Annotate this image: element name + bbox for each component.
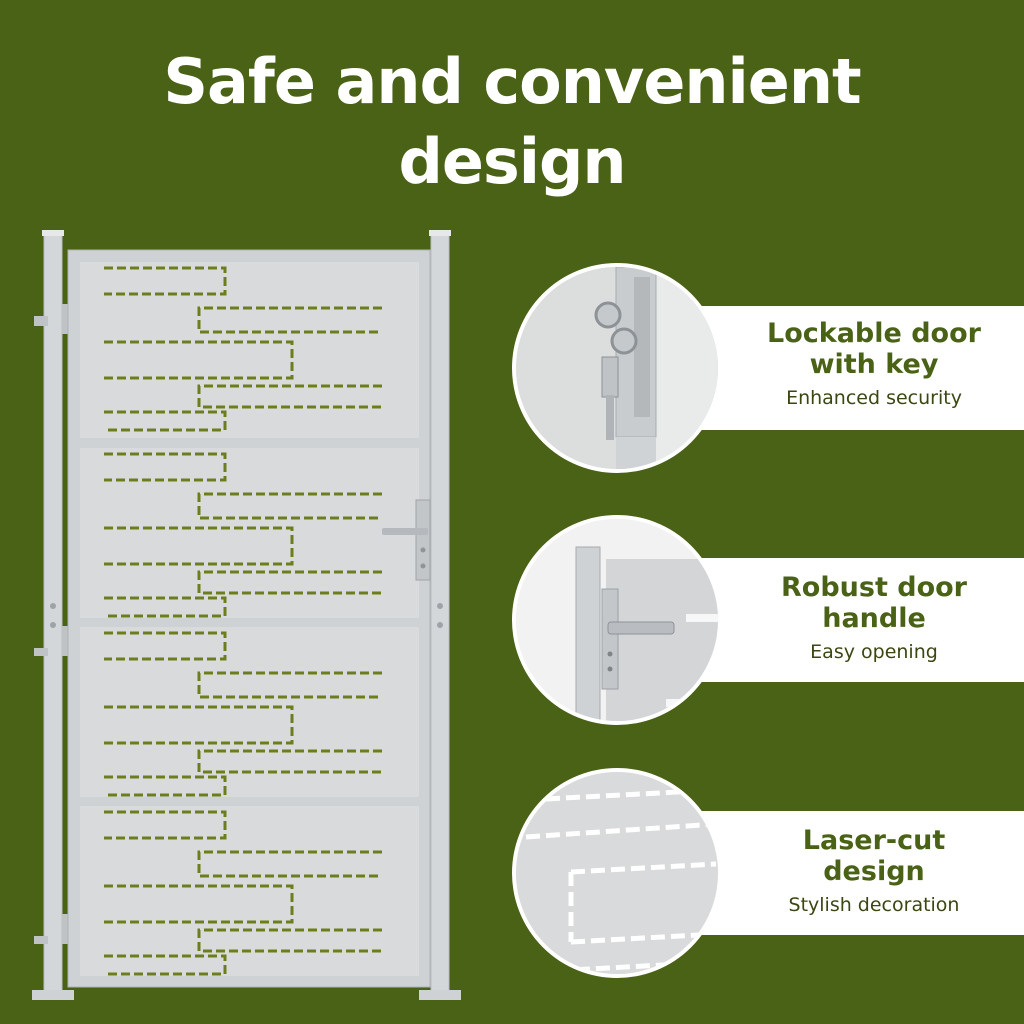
pattern-slot [104, 884, 294, 924]
laser-cut-pattern-icon [512, 768, 722, 978]
feature-text: Laser-cut design Stylish decoration [724, 825, 1024, 917]
pattern-slot [197, 384, 382, 409]
right-post [430, 231, 450, 995]
feature-lockable-door: Lockable door with key Enhanced security [512, 263, 1024, 473]
pattern-slot [104, 266, 227, 296]
feature-text: Lockable door with key Enhanced security [724, 318, 1024, 410]
pattern-slot [104, 596, 227, 618]
pattern-slot [104, 775, 227, 797]
gate-panel-1 [80, 262, 419, 438]
feature-title-line-2: handle [822, 603, 926, 634]
pattern-slot [104, 410, 227, 432]
left-post-cap [42, 230, 64, 236]
right-post-cap [429, 230, 451, 236]
feature-title-line-2: design [823, 856, 925, 887]
headline-line-1: Safe and convenient [163, 45, 861, 118]
feature-subtitle: Easy opening [810, 641, 938, 663]
feature-laser-cut: Laser-cut design Stylish decoration [512, 768, 1024, 978]
laser-cut-pattern [104, 266, 382, 976]
feature-title-line-1: Robust door [780, 572, 967, 603]
hinge-bottom [34, 914, 70, 944]
pattern-slot [197, 671, 382, 699]
hinge-middle [34, 626, 70, 656]
pattern-slot [197, 492, 382, 520]
door-handle-icon [512, 515, 722, 725]
pattern-slot [197, 570, 382, 595]
pattern-slot [104, 526, 294, 566]
left-post-foot [32, 990, 74, 1000]
feature-title-line-1: Laser-cut [802, 825, 946, 856]
lock-with-key-icon [512, 263, 722, 473]
headline: Safe and convenient design [0, 42, 1024, 202]
feature-subtitle: Enhanced security [786, 387, 962, 409]
gate-handle[interactable] [382, 499, 431, 581]
pattern-slot [104, 810, 227, 840]
pattern-slot [104, 452, 227, 482]
pattern-slot [197, 850, 382, 878]
pattern-slot [104, 631, 227, 661]
left-post [43, 231, 63, 995]
pattern-slot [104, 340, 294, 380]
feature-subtitle: Stylish decoration [788, 894, 960, 916]
feature-title-line-2: with key [809, 349, 939, 380]
pattern-slot [197, 749, 382, 774]
gate-panel-2 [80, 448, 419, 618]
feature-title-line-1: Lockable door [767, 318, 981, 349]
feature-text: Robust door handle Easy opening [724, 572, 1024, 664]
pattern-slot [197, 306, 382, 334]
right-post-foot [419, 990, 461, 1000]
feature-door-handle: Robust door handle Easy opening [512, 515, 1024, 725]
pattern-slot [197, 928, 382, 953]
gate-panel-4 [80, 806, 419, 976]
pattern-slot [104, 705, 294, 745]
gate-panel-3 [80, 627, 419, 797]
pattern-slot [104, 954, 227, 976]
headline-line-2: design [398, 125, 626, 198]
hinge-top [34, 304, 70, 334]
